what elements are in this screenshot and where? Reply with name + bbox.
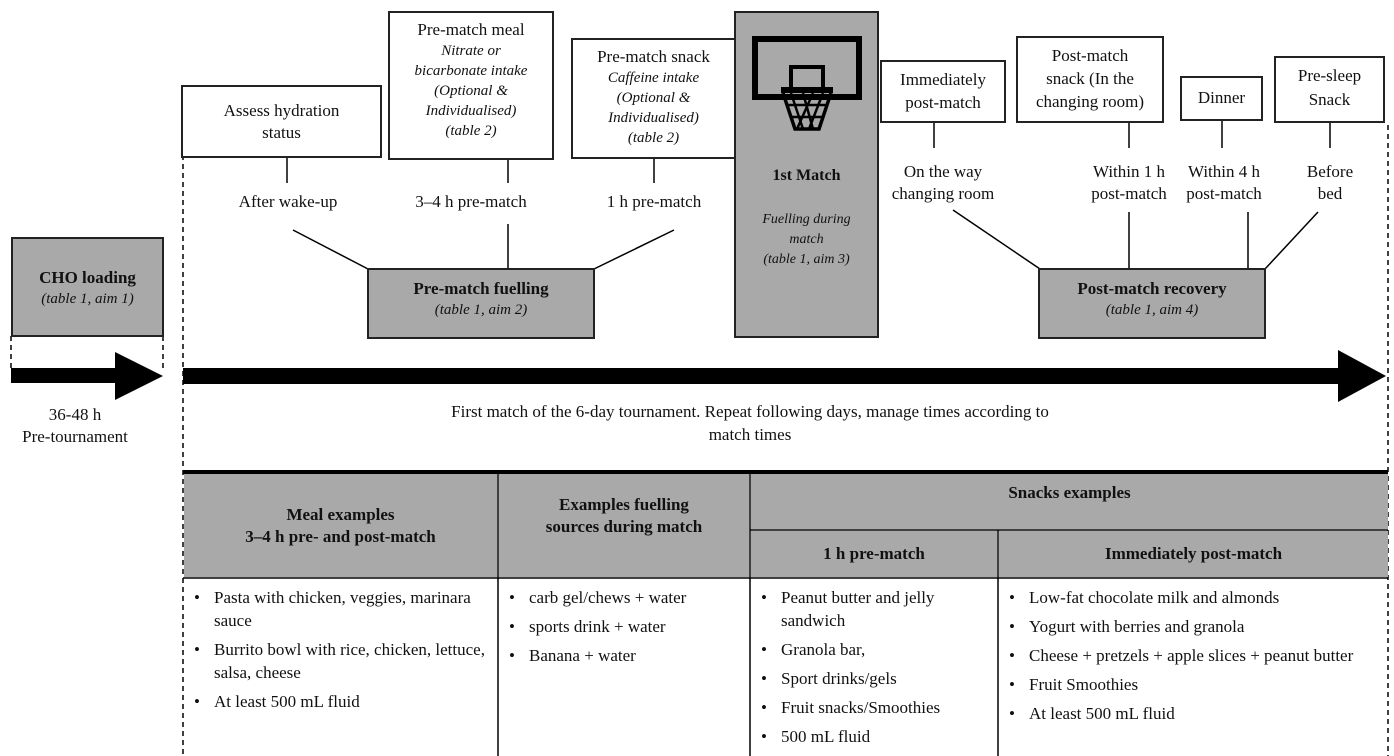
dinner-box: Dinner bbox=[1180, 76, 1263, 121]
immediate-timing: On the way changing room bbox=[891, 162, 995, 203]
table-cell-post-match-snacks: Low-fat chocolate milk and almonds Yogur… bbox=[999, 578, 1388, 731]
post-match-snacks-list: Low-fat chocolate milk and almonds Yogur… bbox=[999, 586, 1388, 725]
cho-loading-ref: (table 1, aim 1) bbox=[41, 291, 134, 307]
list-item: Burrito bowl with rice, chicken, lettuce… bbox=[184, 638, 497, 684]
pre-match-fuelling-box: Pre-match fuelling (table 1, aim 2) bbox=[367, 268, 595, 339]
first-match-box: 1st Match Fuelling during match (table 1… bbox=[734, 11, 879, 338]
list-item: Pasta with chicken, veggies, marinara sa… bbox=[184, 586, 497, 632]
table-header-immediately-post-match: Immediately post-match bbox=[999, 531, 1388, 577]
list-item: Granola bar, bbox=[751, 638, 997, 661]
list-item: Banana + water bbox=[499, 644, 749, 667]
post-match-snack-box: Post-match snack (In the changing room) bbox=[1016, 36, 1164, 123]
fuelling-sources-list: carb gel/chews + water sports drink + wa… bbox=[499, 586, 749, 667]
list-item: Low-fat chocolate milk and almonds bbox=[999, 586, 1388, 609]
first-match-title: 1st Match bbox=[772, 167, 841, 184]
assess-hydration-box: Assess hydration status bbox=[181, 85, 382, 158]
table-header-snacks-examples: Snacks examples bbox=[751, 474, 1388, 529]
list-item: 500 mL fluid bbox=[751, 725, 997, 748]
list-item: Cheese + pretzels + apple slices + peanu… bbox=[999, 644, 1388, 667]
cho-arrow bbox=[11, 352, 163, 400]
meal-timing: 3–4 h pre-match bbox=[415, 192, 527, 211]
list-item: sports drink + water bbox=[499, 615, 749, 638]
pre-match-meal-box: Pre-match meal Nitrate or bicarbonate in… bbox=[388, 11, 554, 160]
list-item: At least 500 mL fluid bbox=[184, 690, 497, 713]
list-item: Peanut butter and jelly sandwich bbox=[751, 586, 997, 632]
presleep-timing: Before bed bbox=[1306, 162, 1354, 203]
list-item: Sport drinks/gels bbox=[751, 667, 997, 690]
tournament-note: First match of the 6-day tournament. Rep… bbox=[451, 402, 1049, 444]
basketball-hoop-icon bbox=[752, 36, 862, 131]
table-grid bbox=[183, 474, 1388, 756]
table-header-fuelling-sources: Examples fuelling sources during match bbox=[499, 474, 749, 577]
list-item: At least 500 mL fluid bbox=[999, 702, 1388, 725]
pre-match-snacks-list: Peanut butter and jelly sandwich Granola… bbox=[751, 586, 997, 748]
table-cell-fuelling-sources: carb gel/chews + water sports drink + wa… bbox=[499, 578, 749, 673]
pre-sleep-snack-box: Pre-sleep Snack bbox=[1274, 56, 1385, 123]
dinner-timing: Within 4 h post-match bbox=[1186, 162, 1262, 203]
post-snack-timing: Within 1 h post-match bbox=[1091, 162, 1167, 203]
list-item: Fruit snacks/Smoothies bbox=[751, 696, 997, 719]
meal-examples-list: Pasta with chicken, veggies, marinara sa… bbox=[184, 586, 497, 713]
list-item: Fruit Smoothies bbox=[999, 673, 1388, 696]
first-match-desc: Fuelling during match (table 1, aim 3) bbox=[762, 212, 851, 267]
pre-match-snack-box: Pre-match snack Caffeine intake (Optiona… bbox=[571, 38, 736, 159]
table-cell-pre-match-snacks: Peanut butter and jelly sandwich Granola… bbox=[751, 578, 997, 754]
post-match-recovery-box: Post-match recovery (table 1, aim 4) bbox=[1038, 268, 1266, 339]
timeline-arrow bbox=[183, 350, 1386, 402]
table-cell-meal-examples: Pasta with chicken, veggies, marinara sa… bbox=[184, 578, 497, 719]
snack-timing: 1 h pre-match bbox=[606, 192, 702, 211]
cho-loading-title: CHO loading bbox=[39, 268, 136, 287]
list-item: carb gel/chews + water bbox=[499, 586, 749, 609]
table-header-meal-examples: Meal examples 3–4 h pre- and post-match bbox=[184, 474, 497, 577]
list-item: Yogurt with berries and granola bbox=[999, 615, 1388, 638]
hydration-timing: After wake-up bbox=[238, 192, 338, 211]
cho-loading-box: CHO loading (table 1, aim 1) bbox=[11, 237, 164, 337]
immediately-post-match-box: Immediately post-match bbox=[880, 60, 1006, 123]
table-header-1h-pre-match: 1 h pre-match bbox=[751, 531, 997, 577]
cho-timing: 36-48 h Pre-tournament bbox=[22, 405, 128, 446]
